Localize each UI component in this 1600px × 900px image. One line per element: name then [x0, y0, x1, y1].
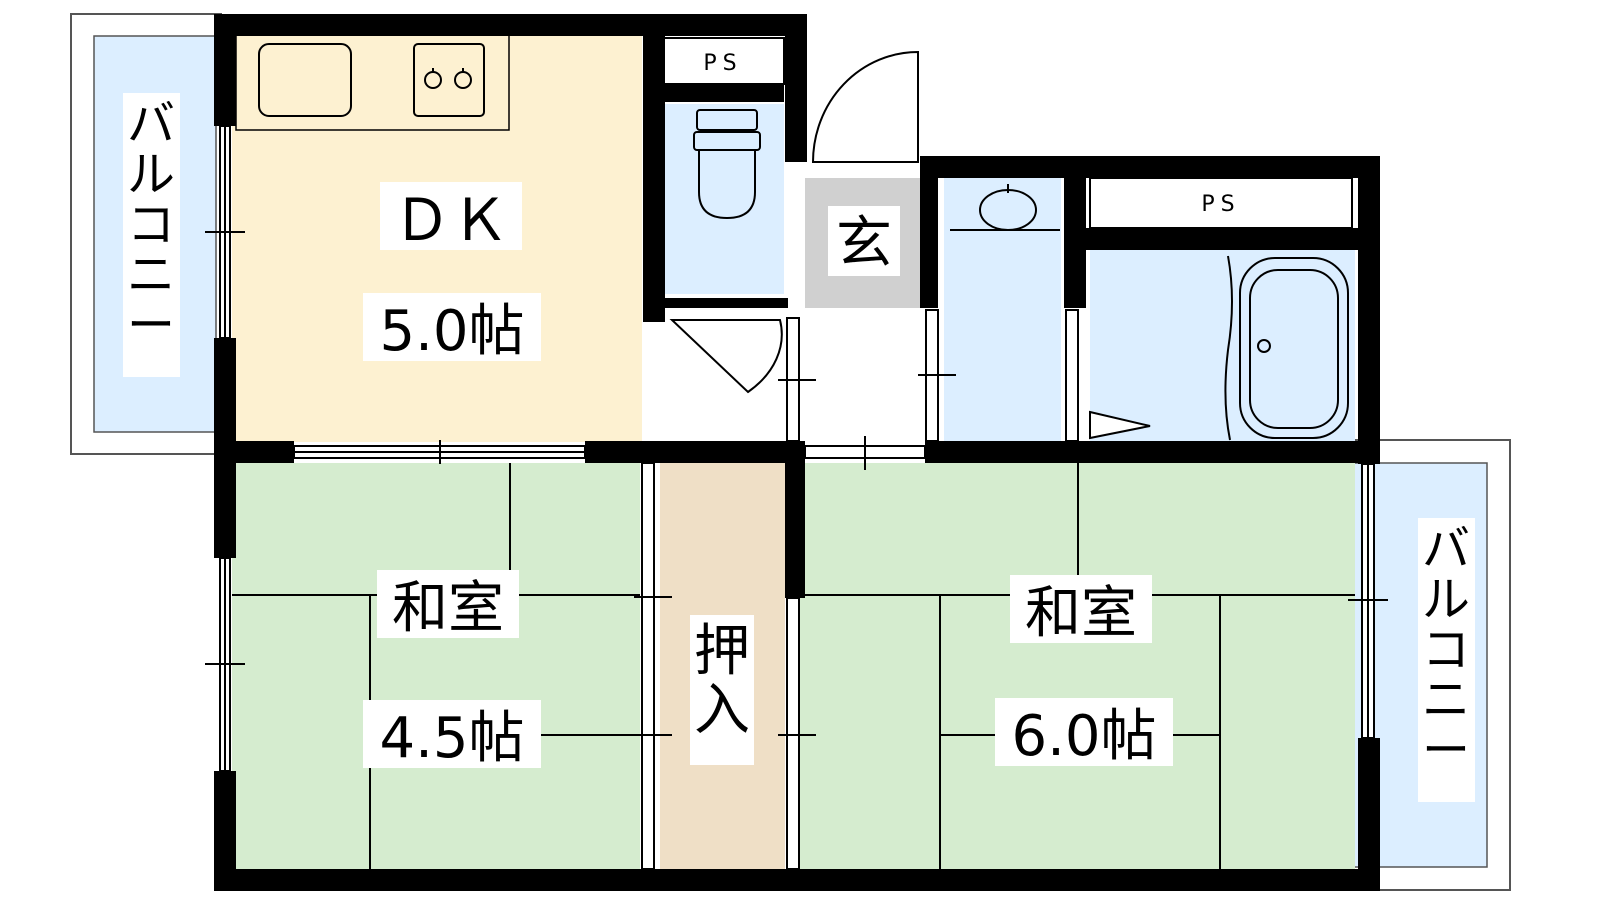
toilet — [693, 109, 761, 220]
walls — [214, 14, 1380, 891]
dk-label: ＤＫ 5.0帖 — [363, 182, 541, 364]
right-washitsu-name: 和室 — [1025, 581, 1137, 646]
left-washitsu-label: 和室 4.5帖 — [363, 570, 541, 771]
left-washitsu-floor — [232, 463, 640, 869]
washbasin — [950, 184, 1060, 231]
genkan-label: 玄 — [828, 206, 900, 276]
balcony-left-name: バルコニー — [127, 96, 175, 354]
toilet-floor — [662, 104, 784, 294]
left-washitsu-name: 和室 — [392, 576, 504, 641]
right-washitsu-label: 和室 6.0帖 — [995, 575, 1173, 769]
washroom-floor — [944, 178, 1061, 443]
gas-stove — [413, 43, 485, 117]
balcony-right-name: バルコニー — [1422, 521, 1470, 779]
left-washitsu-size: 4.5帖 — [379, 706, 524, 771]
dk-name: ＤＫ — [393, 186, 509, 254]
balcony-left-label: バルコニー — [123, 93, 180, 377]
sink — [258, 43, 352, 117]
oshiire-name: 押入 — [694, 619, 750, 743]
balcony-right-label: バルコニー — [1418, 518, 1475, 802]
genkan-name: 玄 — [836, 211, 892, 276]
right-washitsu-size: 6.0帖 — [1011, 704, 1156, 769]
dk-size: 5.0帖 — [379, 299, 524, 364]
ps-label-2: PS — [1201, 192, 1240, 217]
oshiire-label: 押入 — [690, 615, 754, 765]
window-ticks — [205, 231, 1388, 736]
bathtub — [1224, 255, 1349, 441]
ps-label-1: PS — [703, 51, 742, 76]
doors — [669, 50, 1151, 440]
bath-floor — [1090, 250, 1355, 442]
